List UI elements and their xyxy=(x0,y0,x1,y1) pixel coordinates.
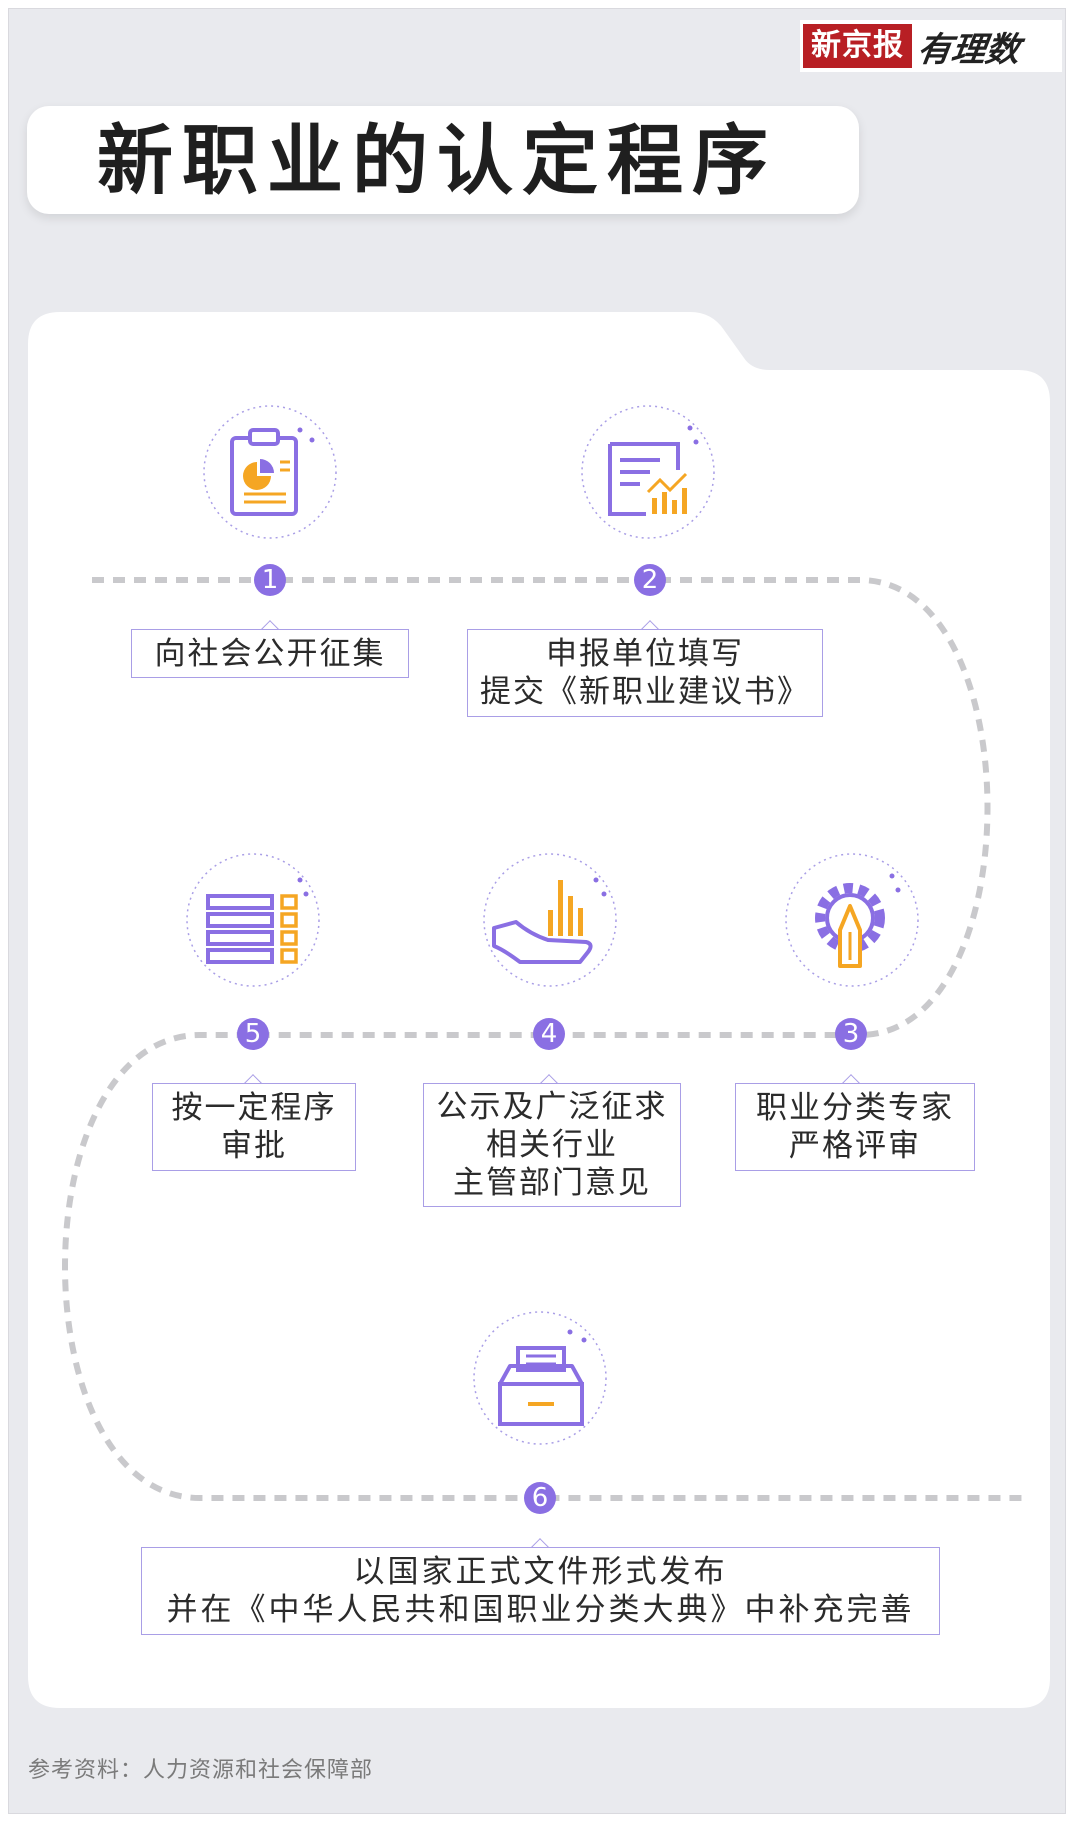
step-label-3: 职业分类专家 严格评审 xyxy=(735,1083,975,1171)
step-label-5: 按一定程序 审批 xyxy=(152,1083,356,1171)
step-number-3: 3 xyxy=(835,1018,867,1050)
clipboard-report-icon xyxy=(203,405,337,539)
file-drawer-icon xyxy=(473,1311,607,1445)
brand-name: 新京报 xyxy=(803,24,912,68)
step-number-1: 1 xyxy=(254,564,286,596)
step-label-6: 以国家正式文件形式发布 并在《中华人民共和国职业分类大典》中补充完善 xyxy=(141,1547,940,1635)
source-note: 参考资料：人力资源和社会保障部 xyxy=(28,1758,374,1783)
brand-logo: 新京报 有理数 xyxy=(800,20,1062,72)
step-number-4: 4 xyxy=(533,1018,565,1050)
list-checkbox-icon xyxy=(186,853,320,987)
step-number-5: 5 xyxy=(237,1018,269,1050)
step-label-1: 向社会公开征集 xyxy=(131,629,409,678)
step-label-2: 申报单位填写 提交《新职业建议书》 xyxy=(467,629,823,717)
hand-bars-icon xyxy=(483,853,617,987)
step-label-4: 公示及广泛征求 相关行业 主管部门意见 xyxy=(423,1083,681,1207)
document-chart-icon xyxy=(581,405,715,539)
title-card xyxy=(27,106,859,214)
step-number-6: 6 xyxy=(524,1482,556,1514)
page-title: 新职业的认定程序 xyxy=(97,116,777,205)
gear-pencil-icon xyxy=(785,853,919,987)
process-path xyxy=(62,577,1025,1501)
step-number-2: 2 xyxy=(634,564,666,596)
